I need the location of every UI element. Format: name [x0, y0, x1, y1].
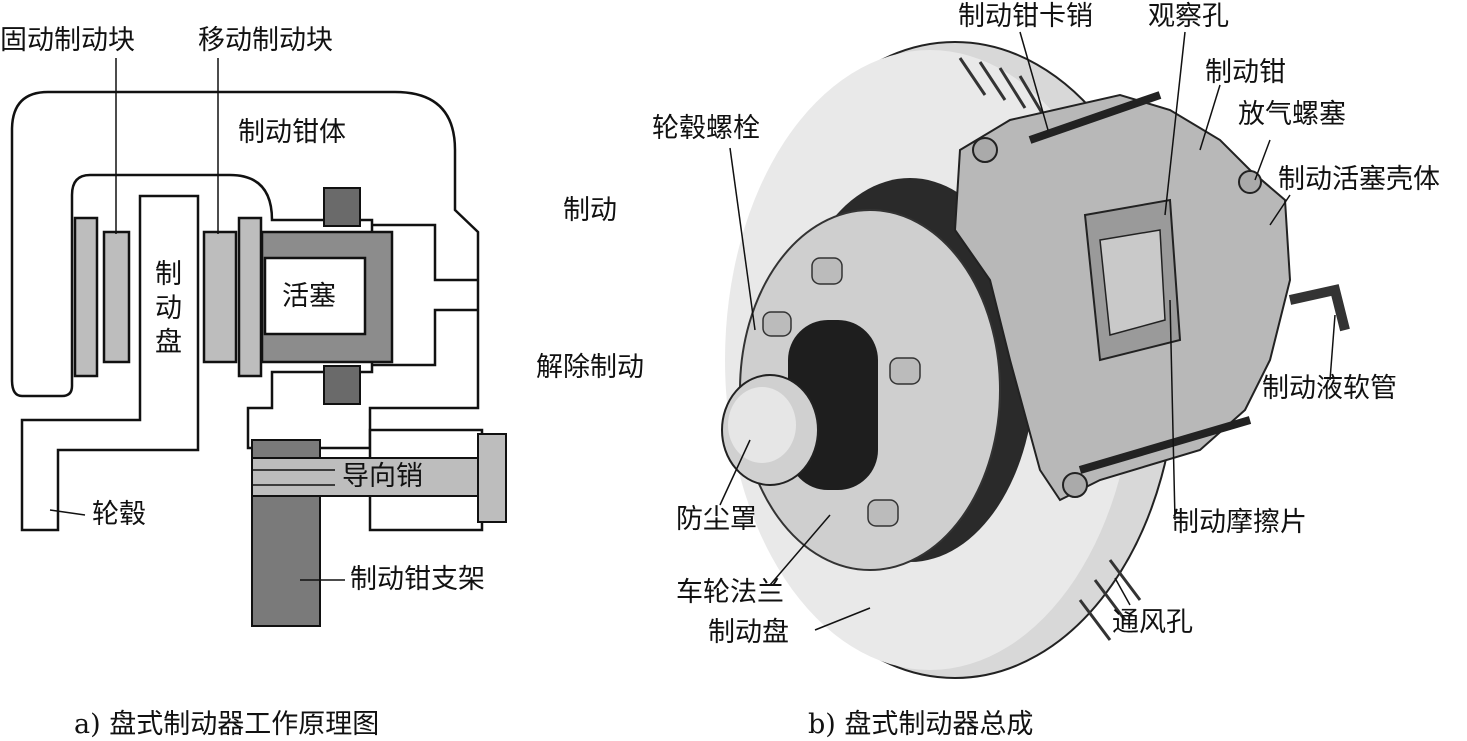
caption-right: b) 盘式制动器总成	[808, 709, 1034, 740]
caliper-pins	[972, 91, 1262, 498]
left-leaders	[49, 58, 345, 581]
label-caliper-body: 制动钳体	[238, 117, 346, 148]
disc-outline	[20, 194, 200, 532]
moving-pad-backing	[237, 216, 263, 378]
label-moving-pad: 移动制动块	[198, 25, 333, 56]
label-apply: 制动	[563, 195, 617, 226]
label-hose: 制动液软管	[1262, 373, 1397, 404]
label-inspection-hole: 观察孔	[1148, 1, 1229, 32]
label-caliper: 制动钳	[1205, 57, 1286, 88]
label-dust-cap: 防尘罩	[676, 504, 757, 535]
label-fixed-pad: 固动制动块	[0, 25, 135, 56]
label-caliper-pin: 制动钳卡销	[958, 1, 1093, 32]
piston-inner	[263, 256, 367, 336]
cylinder-outline-2	[372, 308, 478, 367]
guide-pin	[251, 457, 485, 497]
label-piston: 活塞	[282, 281, 336, 312]
label-vent: 通风孔	[1112, 607, 1193, 638]
label-piston-housing: 制动活塞壳体	[1278, 164, 1440, 195]
fixed-pad-lining	[102, 230, 131, 364]
vent-slots	[958, 57, 1142, 641]
moving-pad-lining	[202, 230, 238, 364]
label-hub: 轮毂	[92, 499, 146, 530]
label-release: 解除制动	[536, 352, 644, 383]
wheel-studs	[762, 257, 921, 527]
label-guide-pin: 导向销	[342, 461, 423, 492]
cylinder-outline	[372, 223, 478, 282]
guide-pin-head	[477, 433, 507, 523]
label-hub-bolt: 轮毂螺栓	[652, 113, 760, 144]
label-bleeder: 放气螺塞	[1238, 99, 1346, 130]
label-disc-right: 制动盘	[708, 617, 789, 648]
right-leaders	[719, 31, 1336, 631]
assembly-illustration	[721, 41, 1350, 679]
label-wheel-flange: 车轮法兰	[676, 577, 784, 608]
label-caliper-bracket: 制动钳支架	[350, 564, 485, 595]
label-friction-pad: 制动摩擦片	[1172, 507, 1307, 538]
fixed-pad-backing	[73, 216, 99, 378]
label-disc-left: 制动盘	[155, 259, 182, 358]
seal-top	[323, 187, 361, 227]
caliper-body-outline	[10, 90, 480, 450]
caption-left: a) 盘式制动器工作原理图	[74, 709, 380, 740]
brake-hose	[1288, 284, 1350, 332]
seal-bottom	[323, 365, 361, 405]
